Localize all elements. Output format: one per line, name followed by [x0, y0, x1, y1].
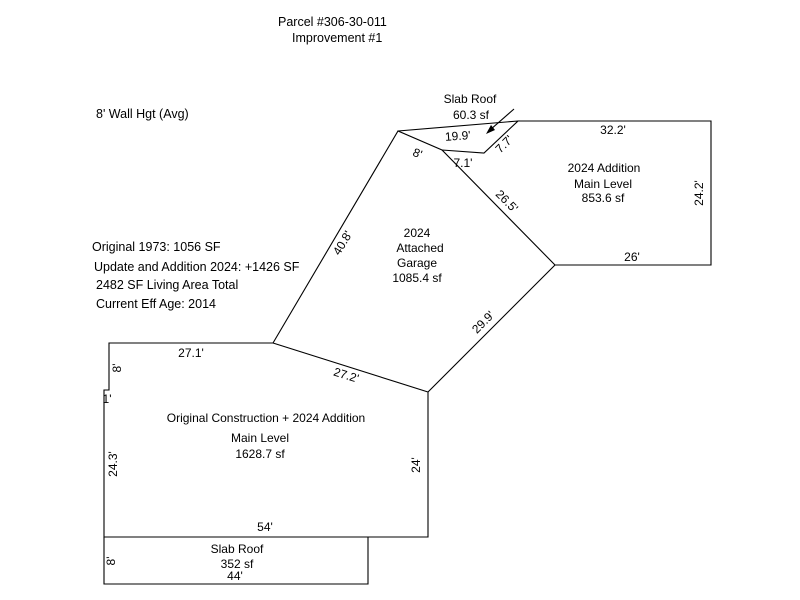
main-level-label-line1: Original Construction + 2024 Addition: [167, 411, 365, 425]
dim-19-9: 19.9': [444, 128, 471, 144]
dim-29-9: 29.9': [469, 308, 497, 336]
living-area-total-note: 2482 SF Living Area Total: [96, 278, 239, 292]
improvement-number: Improvement #1: [292, 31, 383, 45]
slab-roof-pointer-arrowhead: [486, 125, 495, 134]
dim-40-8: 40.8': [330, 228, 355, 257]
dim-7-1: 7.1': [454, 156, 473, 170]
main-level-outline: [103, 342, 429, 538]
dim-24: 24': [409, 457, 423, 473]
garage-area: 1085.4 sf: [392, 271, 442, 285]
dim-27-1: 27.1': [178, 346, 204, 360]
wall-height-note: 8' Wall Hgt (Avg): [96, 107, 189, 121]
addition-label-line2: Main Level: [574, 177, 632, 191]
slab-roof-pointer-line: [489, 108, 515, 131]
dim-8-bottom: 8': [104, 557, 118, 566]
dim-26-5: 26.5': [493, 187, 521, 215]
original-sf-note: Original 1973: 1056 SF: [92, 240, 221, 254]
dim-7-7: 7.7': [493, 133, 516, 156]
garage-label-line3: Garage: [397, 256, 437, 270]
dim-24-2: 24.2': [692, 180, 706, 206]
dim-44: 44': [227, 569, 243, 583]
dim-54: 54': [257, 520, 273, 534]
parcel-number: Parcel #306-30-011: [278, 15, 387, 29]
addition-outline: [518, 120, 712, 266]
slab-roof-top-area: 60.3 sf: [453, 108, 490, 122]
dim-8-left: 8': [110, 364, 124, 373]
dim-1: 1': [103, 392, 112, 406]
main-level-label-line2: Main Level: [231, 431, 289, 445]
slab-roof-top-title: Slab Roof: [444, 92, 497, 106]
main-level-area: 1628.7 sf: [235, 447, 285, 461]
dim-26: 26': [624, 250, 640, 264]
effective-age-note: Current Eff Age: 2014: [96, 297, 216, 311]
dim-27-2: 27.2': [332, 365, 361, 386]
garage-label-line2: Attached: [396, 241, 443, 255]
addition-label-line1: 2024 Addition: [568, 161, 641, 175]
slab-roof-bottom-title: Slab Roof: [211, 542, 264, 556]
dim-24-3: 24.3': [106, 451, 120, 477]
addition-area: 853.6 sf: [582, 191, 625, 205]
update-sf-note: Update and Addition 2024: +1426 SF: [94, 260, 300, 274]
dim-32-2: 32.2': [600, 123, 626, 137]
garage-label-line1: 2024: [404, 226, 431, 240]
dim-8-top: 8': [411, 145, 425, 161]
slab-roof-bottom-area: 352 sf: [221, 557, 254, 571]
slab-roof-top-outline: [397, 120, 520, 154]
slab-roof-bottom-outline: [103, 537, 369, 585]
